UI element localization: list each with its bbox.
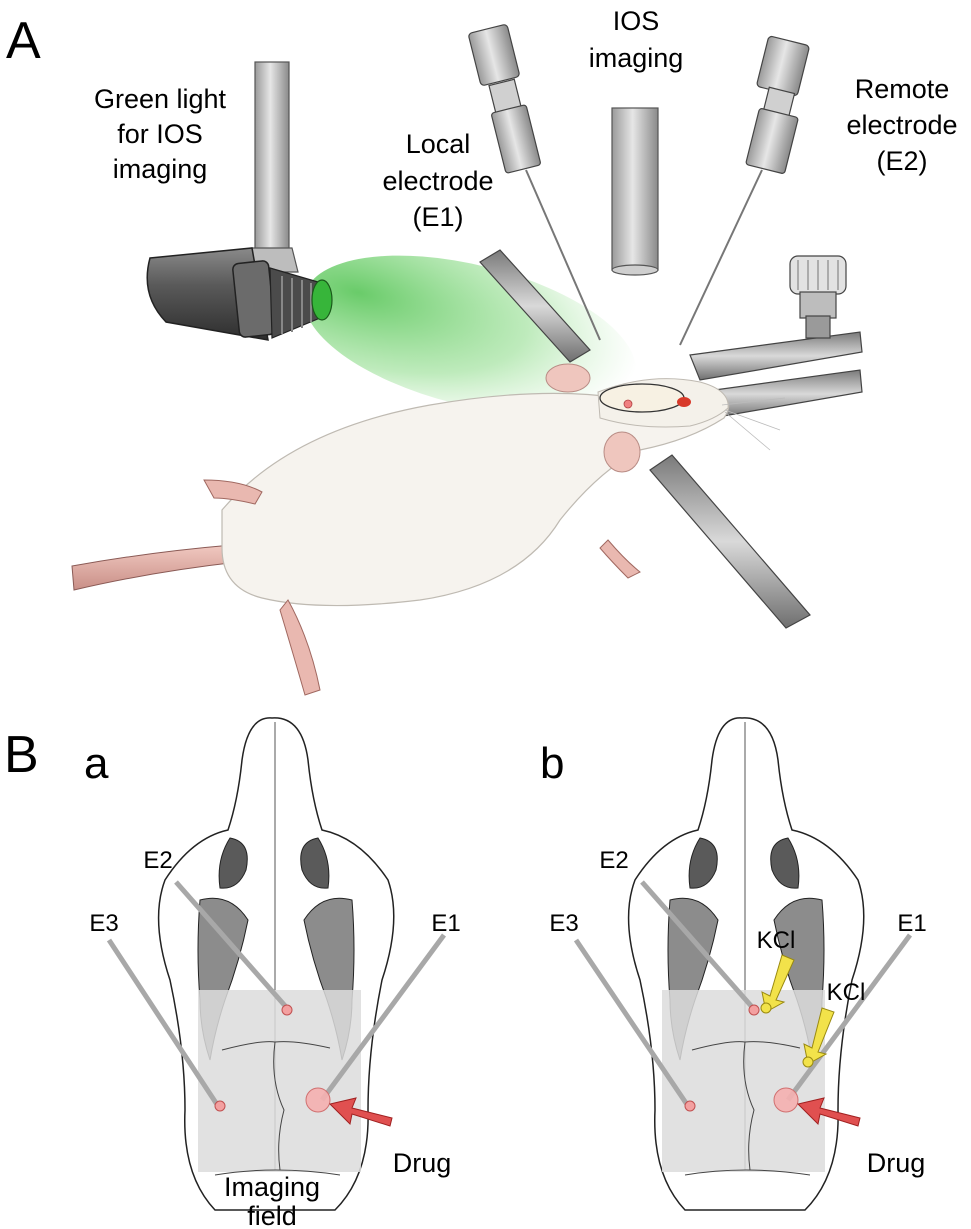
label-imaging-field-2: field: [247, 1201, 297, 1229]
drug-site: [306, 1088, 330, 1112]
label-e3: E3: [549, 910, 578, 937]
label-drug: Drug: [393, 1148, 452, 1178]
panel-a: A: [6, 6, 958, 695]
label-e2: E2: [599, 847, 628, 874]
skull-panel-a: a E2 E3: [84, 718, 461, 1229]
label-local-electrode: Local electrode (E1): [382, 129, 493, 232]
label-e2: E2: [143, 847, 172, 874]
label-ios-imaging: IOS imaging: [589, 6, 684, 73]
label-green-light: Green light for IOS imaging: [94, 84, 227, 184]
label-kcl-2: KCl: [827, 979, 866, 1006]
svg-text:for IOS: for IOS: [117, 119, 203, 149]
svg-text:Remote: Remote: [855, 74, 950, 104]
svg-text:(E1): (E1): [412, 202, 463, 232]
skull-panel-b: b E2 E3 E1 KCl: [540, 718, 927, 1210]
label-drug: Drug: [867, 1148, 926, 1178]
label-imaging-field-1: Imaging: [224, 1172, 320, 1202]
ios-camera-tube: [612, 108, 658, 275]
label-e3: E3: [89, 910, 118, 937]
svg-text:Green light: Green light: [94, 84, 227, 114]
svg-text:imaging: imaging: [589, 43, 684, 73]
label-remote-electrode: Remote electrode (E2): [846, 74, 957, 176]
panel-a-letter: A: [6, 12, 41, 70]
subpanel-a-letter: a: [84, 739, 109, 788]
mouse: [72, 364, 785, 695]
drug-site: [774, 1088, 798, 1112]
svg-text:electrode: electrode: [382, 166, 493, 196]
label-kcl-1: KCl: [757, 927, 796, 954]
svg-text:(E2): (E2): [876, 146, 927, 176]
label-e1: E1: [431, 910, 460, 937]
panel-b-letter: B: [4, 726, 39, 784]
panel-b: B a: [4, 718, 927, 1229]
remote-electrode-holder: [680, 36, 810, 345]
svg-text:IOS: IOS: [613, 6, 660, 36]
svg-text:electrode: electrode: [846, 110, 957, 140]
svg-text:Local: Local: [406, 129, 471, 159]
subpanel-b-letter: b: [540, 739, 564, 788]
svg-text:imaging: imaging: [113, 154, 208, 184]
label-e1: E1: [897, 910, 926, 937]
